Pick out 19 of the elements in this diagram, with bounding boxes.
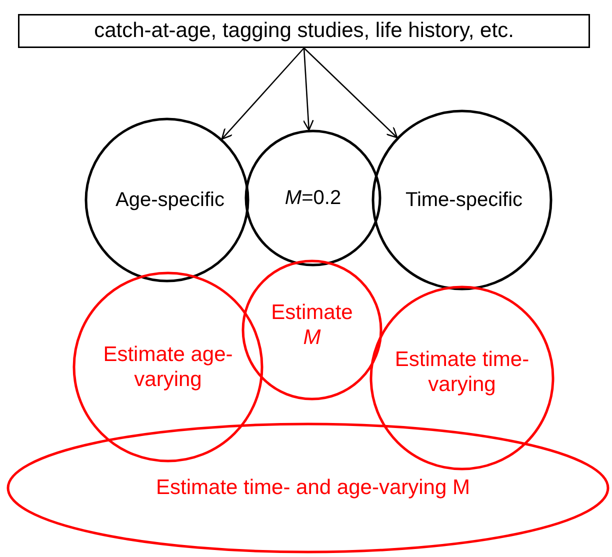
option-circle bbox=[372, 110, 552, 290]
arrow bbox=[302, 48, 314, 131]
node-label: Age-specific bbox=[114, 188, 226, 212]
node-label: Estimate time-varying bbox=[394, 346, 530, 398]
option-circle bbox=[370, 286, 554, 470]
estimate-ellipse bbox=[7, 423, 609, 553]
source-box bbox=[18, 14, 590, 48]
option-circle bbox=[73, 272, 263, 462]
node-label: M=0.2 bbox=[284, 186, 342, 210]
node-label: Estimate M bbox=[270, 300, 354, 350]
option-circle bbox=[242, 260, 382, 400]
node-label: catch-at-age, tagging studies, life history, etc. bbox=[93, 18, 515, 44]
option-circle bbox=[245, 130, 381, 266]
arrow bbox=[304, 48, 398, 138]
option-circle bbox=[85, 118, 249, 282]
node-label: Estimate age-varying bbox=[102, 342, 234, 392]
arrow bbox=[221, 48, 304, 140]
node-label: Estimate time- and age-varying M bbox=[155, 475, 471, 501]
node-label: Time-specific bbox=[404, 188, 524, 212]
